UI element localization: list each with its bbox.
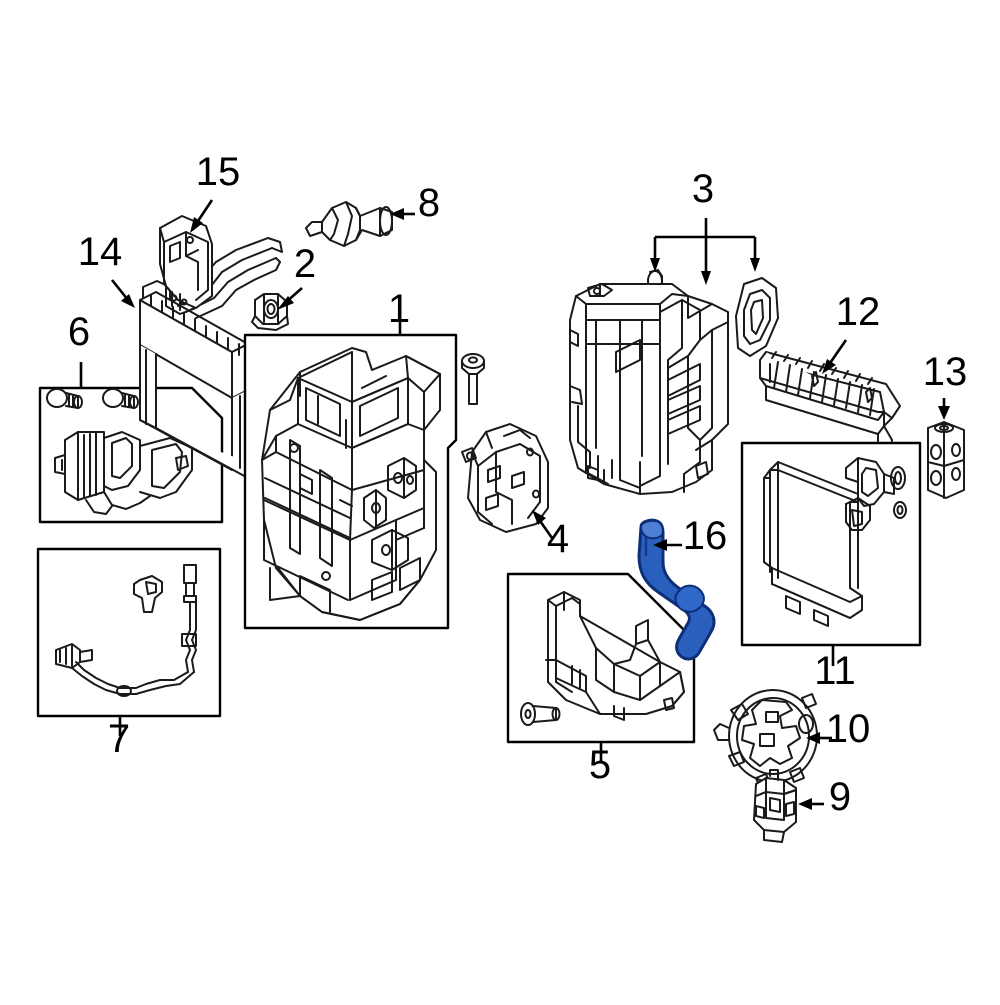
leader-3: [650, 218, 760, 285]
callout-number-12[interactable]: 12: [836, 290, 881, 334]
part-14-heater-core[interactable]: [139, 237, 283, 479]
part-6-bolt-b: [102, 388, 139, 409]
part-3-blower-case[interactable]: [569, 283, 729, 495]
callout-number-16[interactable]: 16: [683, 514, 728, 558]
leader-9: [798, 798, 824, 810]
part-9-resistor[interactable]: [753, 769, 797, 843]
callout-number-5[interactable]: 5: [589, 743, 611, 787]
part-box-1[interactable]: [243, 333, 485, 630]
part-13-expansion-valve[interactable]: [927, 421, 965, 499]
part-4-blower-bracket[interactable]: [461, 423, 549, 533]
leader-14: [110, 279, 135, 308]
callout-number-4[interactable]: 4: [547, 517, 569, 561]
leader-2: [277, 287, 303, 310]
part-5-bolt: [520, 702, 561, 726]
callout-number-13[interactable]: 13: [923, 350, 968, 394]
leader-13: [938, 398, 950, 420]
part-11-evaporator: [763, 457, 907, 627]
leader-16: [653, 539, 682, 551]
leader-10: [806, 732, 832, 744]
part-5-duct-bracket: [545, 591, 685, 721]
part-1-case: [261, 347, 441, 621]
part-10-blower-housing[interactable]: [713, 689, 818, 789]
callout-number-1[interactable]: 1: [388, 287, 410, 331]
part-8-connector[interactable]: [305, 201, 393, 247]
part-12-cabin-filter[interactable]: [759, 351, 901, 477]
callout-number-7[interactable]: 7: [108, 717, 130, 761]
leader-12: [822, 339, 848, 374]
part-box-7[interactable]: [36, 547, 222, 718]
callout-number-2[interactable]: 2: [294, 242, 316, 286]
part-16-heater-hose-highlighted[interactable]: [637, 518, 716, 661]
part-1-screw: [461, 353, 485, 405]
leader-4: [532, 510, 554, 539]
part-6-bolt-a: [46, 388, 83, 409]
part-15-heater-core-bracket[interactable]: [159, 215, 213, 315]
callout-number-15[interactable]: 15: [196, 150, 241, 194]
leader-8: [390, 208, 415, 220]
leader-15: [190, 199, 214, 233]
part-box-5[interactable]: [506, 572, 696, 744]
part-box-6[interactable]: [38, 386, 224, 524]
callout-number-11[interactable]: 11: [814, 649, 856, 693]
callout-number-9[interactable]: 9: [829, 775, 851, 819]
part-3-duct-seal: [735, 277, 779, 357]
callout-number-3[interactable]: 3: [692, 167, 714, 211]
callout-number-6[interactable]: 6: [68, 310, 90, 354]
callout-number-14[interactable]: 14: [78, 230, 123, 274]
part-box-11[interactable]: [740, 441, 922, 647]
part-6-actuator: [54, 431, 193, 515]
callout-number-10[interactable]: 10: [826, 707, 871, 751]
part-7-harness: [55, 564, 197, 697]
callout-number-8[interactable]: 8: [418, 181, 440, 225]
